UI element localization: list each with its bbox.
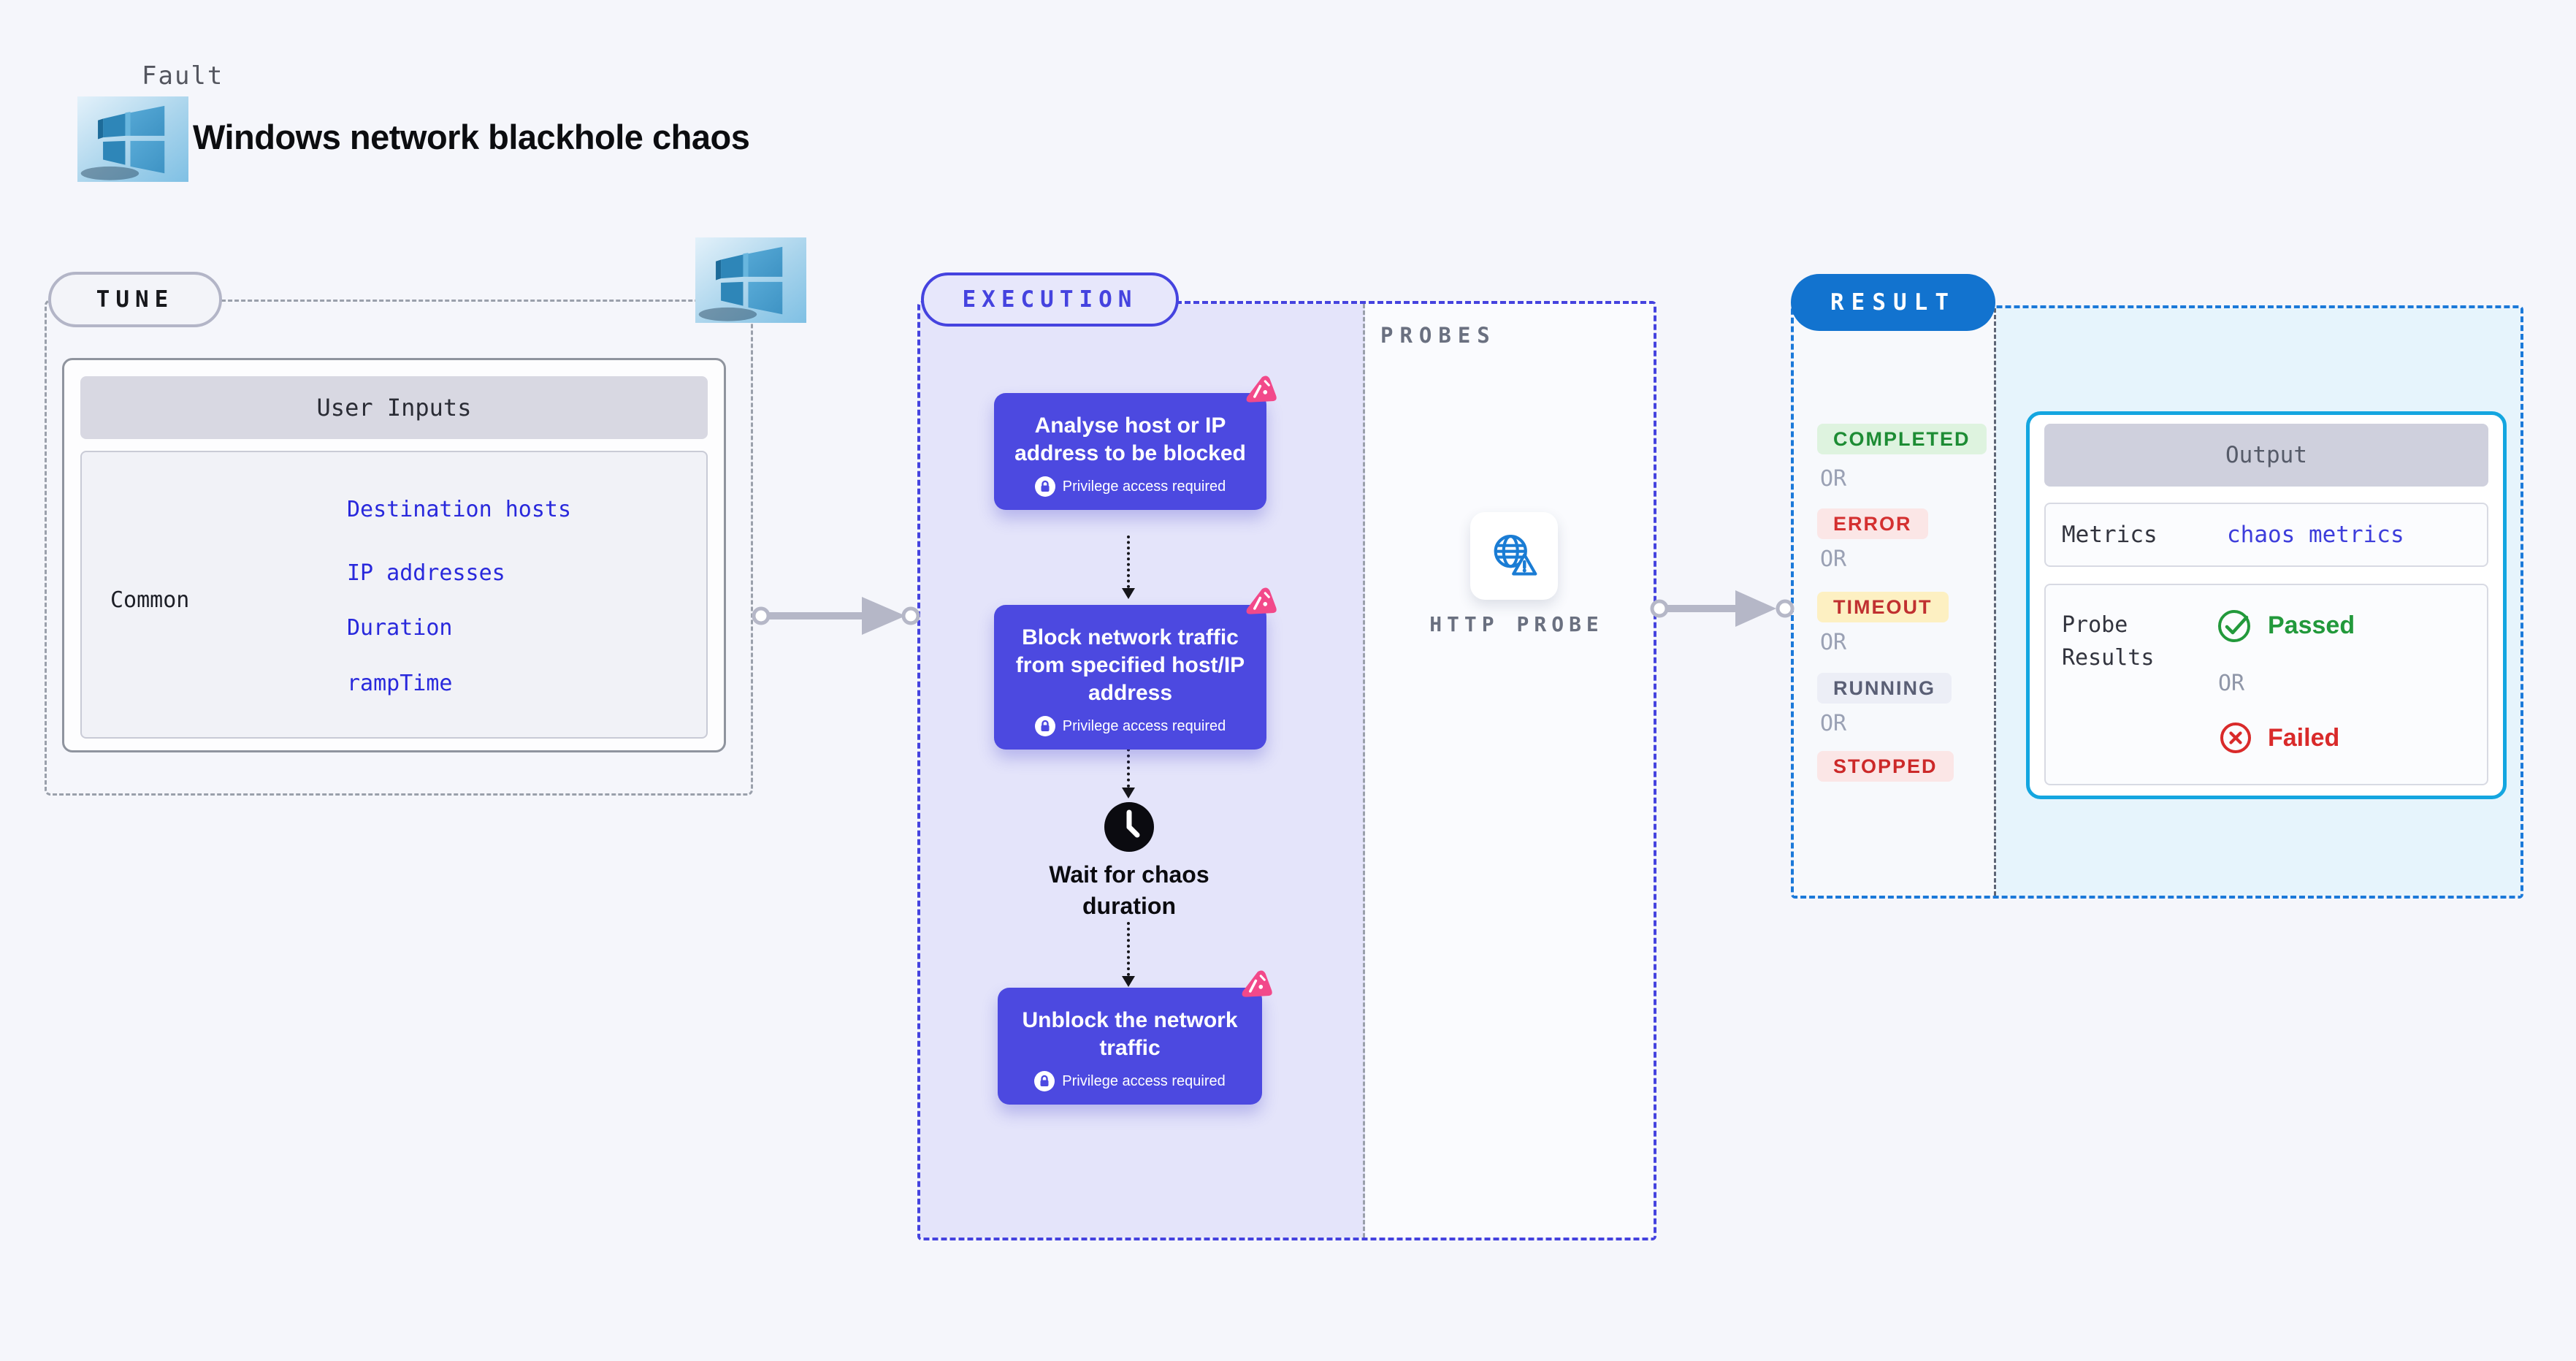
flow-connector <box>1127 535 1130 588</box>
check-circle-icon <box>2218 610 2250 642</box>
probe-results-label: Probe Results <box>2062 612 2155 671</box>
http-probe-label: HTTP PROBE <box>1429 612 1604 636</box>
windows-logo <box>77 96 188 182</box>
metrics-label: Metrics <box>2062 522 2158 548</box>
lock-icon <box>1034 476 1055 497</box>
failed-label: Failed <box>2268 724 2340 752</box>
page-title: Windows network blackhole chaos <box>193 118 750 156</box>
or-separator: OR <box>2218 671 2245 696</box>
flow-connector-arrowhead <box>1122 976 1135 987</box>
privilege-note: Privilege access required <box>1009 476 1252 497</box>
execution-section-label: EXECUTION <box>921 272 1179 327</box>
status-badge-timeout: TIMEOUT <box>1817 592 1949 622</box>
metrics-row: Metrics chaos metrics <box>2044 503 2488 567</box>
user-inputs-row-label: Common <box>110 587 190 613</box>
or-separator: OR <box>1820 466 1847 492</box>
flow-connector <box>1127 736 1130 788</box>
probe-results-row: Probe Results Passed OR Failed <box>2044 584 2488 785</box>
globe-alert-icon <box>1494 535 1537 576</box>
input-link-destination-hosts[interactable]: Destination hosts <box>347 497 572 522</box>
or-separator: OR <box>1820 630 1847 655</box>
lock-icon <box>1034 716 1055 736</box>
input-link-ramptime[interactable]: rampTime <box>347 671 453 696</box>
or-separator: OR <box>1820 546 1847 572</box>
chaos-metrics-link[interactable]: chaos metrics <box>2227 522 2404 548</box>
probes-section-label: PROBES <box>1380 323 1497 348</box>
privilege-note-text: Privilege access required <box>1062 1072 1226 1089</box>
tune-to-execution-arrow-icon <box>752 597 920 635</box>
step-block-traffic: Block network traffic from specified hos… <box>994 587 1277 750</box>
probes-area <box>1365 304 1654 1238</box>
privilege-note-text: Privilege access required <box>1062 717 1226 734</box>
status-badge-stopped: STOPPED <box>1817 751 1954 782</box>
privilege-note: Privilege access required <box>1009 716 1252 736</box>
status-badge-running: RUNNING <box>1817 673 1952 704</box>
flow-connector-arrowhead <box>1122 788 1135 798</box>
clock-icon <box>1104 802 1154 852</box>
x-circle-icon <box>2220 723 2251 753</box>
litmus-chaos-icon <box>1246 375 1277 403</box>
flow-connector-arrowhead <box>1122 588 1135 599</box>
user-inputs-table: User Inputs Common Destination hosts IP … <box>62 358 726 752</box>
privilege-note: Privilege access required <box>1012 1071 1247 1091</box>
or-separator: OR <box>1820 711 1847 736</box>
step-title: Unblock the network traffic <box>1022 1008 1238 1060</box>
step-unblock-traffic: Unblock the network traffic Privilege ac… <box>998 970 1272 1105</box>
privilege-note-text: Privilege access required <box>1062 478 1226 495</box>
input-link-duration[interactable]: Duration <box>347 615 453 641</box>
tune-section-label: TUNE <box>48 272 222 327</box>
fault-eyebrow: Fault <box>142 61 224 91</box>
output-header: Output <box>2044 424 2488 487</box>
http-probe-card <box>1470 512 1558 600</box>
step-title: Analyse host or IP address to be blocked <box>1014 413 1246 465</box>
step-title: Block network traffic from specified hos… <box>1015 625 1245 705</box>
passed-label: Passed <box>2268 611 2355 639</box>
user-inputs-body: Common Destination hosts IP addresses Du… <box>80 451 708 739</box>
wait-step-label: Wait for chaos duration <box>1049 861 1209 919</box>
user-inputs-header: User Inputs <box>80 376 708 439</box>
input-link-ip-addresses[interactable]: IP addresses <box>347 560 505 586</box>
status-badge-completed: COMPLETED <box>1817 424 1987 454</box>
lock-icon <box>1034 1071 1055 1091</box>
litmus-chaos-icon <box>1242 970 1272 997</box>
litmus-chaos-icon <box>1246 587 1277 614</box>
probes-to-result-arrow-icon <box>1650 590 1795 627</box>
windows-logo <box>695 237 806 323</box>
step-analyse-host: Analyse host or IP address to be blocked… <box>994 375 1277 510</box>
status-badge-error: ERROR <box>1817 508 1928 539</box>
tune-section-box <box>45 300 753 796</box>
result-section-label: RESULT <box>1791 274 1995 331</box>
flow-connector <box>1127 922 1130 976</box>
output-card: Output Metrics chaos metrics Probe Resul… <box>2026 411 2507 799</box>
